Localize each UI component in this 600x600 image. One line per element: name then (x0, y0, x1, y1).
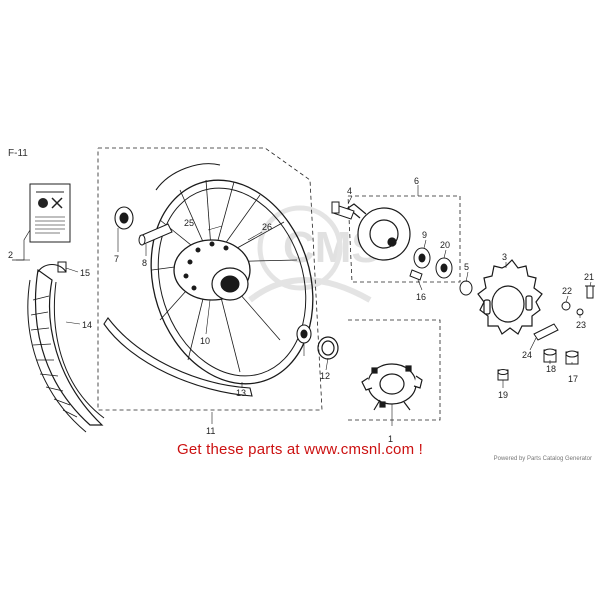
callout-6: 6 (414, 176, 419, 186)
callout-4: 4 (347, 186, 352, 196)
callout-20: 20 (440, 240, 450, 250)
callout-17: 17 (568, 374, 578, 384)
callout-18: 18 (546, 364, 556, 374)
leader-lines (16, 185, 592, 426)
promo-link-text[interactable]: Get these parts at www.cmsnl.com ! (176, 441, 424, 458)
callout-12: 12 (320, 371, 330, 381)
assembly-outlines (97, 147, 461, 421)
rim-band (103, 317, 253, 397)
callout-5: 5 (464, 262, 469, 272)
callout-26: 26 (262, 222, 272, 232)
callout-8: 8 (142, 258, 147, 268)
callout-2: 2 (8, 250, 13, 260)
axle-bolt (331, 201, 355, 220)
warning-label (12, 183, 71, 261)
callout-22: 22 (562, 286, 572, 296)
callout-15: 15 (80, 268, 90, 278)
wheel-hub (173, 239, 251, 301)
hub-bearing-set (409, 247, 473, 296)
callout-16: 16 (416, 292, 426, 302)
callout-numbers: 1 2 3 4 5 6 7 8 9 10 11 12 13 14 15 16 1… (8, 176, 594, 444)
callout-13: 13 (236, 388, 246, 398)
brake-panel (346, 203, 411, 261)
callout-11: 11 (206, 426, 215, 436)
hub-bearings (114, 206, 312, 344)
rear-tire (27, 261, 105, 433)
callout-23: 23 (576, 320, 586, 330)
figure-code: F-11 (8, 148, 28, 159)
callout-19: 19 (498, 390, 508, 400)
callout-9: 9 (422, 230, 427, 240)
drive-sprocket (477, 259, 543, 335)
callout-1: 1 (388, 434, 393, 444)
wheel-rim (150, 163, 314, 385)
oil-seal (317, 336, 339, 360)
callout-25: 25 (184, 218, 194, 228)
callout-3: 3 (502, 252, 507, 262)
distance-collar (138, 223, 173, 246)
callout-14: 14 (82, 320, 92, 330)
powered-by-text: Powered by Parts Catalog Generator (493, 456, 592, 462)
sprocket-hub (361, 363, 423, 411)
callout-24: 24 (522, 350, 532, 360)
callout-10: 10 (200, 336, 210, 346)
callout-7: 7 (114, 254, 119, 264)
callout-21: 21 (584, 272, 594, 282)
